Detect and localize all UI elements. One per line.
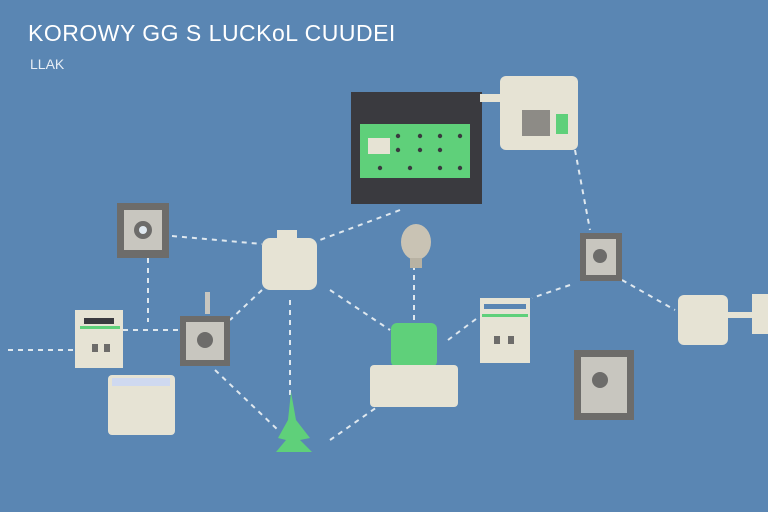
link-lockright-hubright xyxy=(621,279,676,311)
tree-marker xyxy=(276,392,312,452)
switch-left xyxy=(75,310,123,368)
lock-icon xyxy=(592,372,608,388)
link-lockright-switch xyxy=(531,284,571,299)
link-router-lockright xyxy=(574,149,591,231)
lock-panel-middle xyxy=(180,292,230,366)
lock-panel-bottom-right xyxy=(574,350,634,420)
sensor-bulb xyxy=(401,224,431,268)
green-hub-center xyxy=(370,323,458,407)
router-box-top-right xyxy=(480,76,578,150)
hub-icon xyxy=(391,323,437,367)
link-lock-hub xyxy=(171,235,263,245)
hub-center-left xyxy=(262,230,317,290)
monitor-panel xyxy=(351,92,482,204)
monitor-icons xyxy=(377,133,463,171)
lock-panel-right xyxy=(580,233,622,281)
hub-body xyxy=(262,238,317,290)
lock-icon xyxy=(593,249,607,263)
diagram-subtitle: LLAK xyxy=(30,56,65,72)
link-hub-greenhub xyxy=(329,289,391,331)
hub-base xyxy=(370,365,458,407)
lock-panel-left xyxy=(117,203,169,258)
hub-far-right xyxy=(678,294,768,345)
storage-icon xyxy=(108,375,175,435)
monitor-card xyxy=(368,138,390,154)
switch-center-right xyxy=(480,298,530,363)
link-hub-lock-middle xyxy=(229,289,263,321)
link-greenhub-switch xyxy=(447,315,481,341)
sensor-icon xyxy=(401,224,431,260)
link-monitor-hub xyxy=(319,209,401,241)
router-led xyxy=(556,114,568,134)
link-tree-greenhub xyxy=(329,404,381,441)
router-panel xyxy=(522,110,550,136)
storage-block-left xyxy=(108,375,175,435)
connection-lines xyxy=(8,94,676,441)
lock-icon xyxy=(197,332,213,348)
diagram-title: KOROWY GG S LUCKoL CUUDEI xyxy=(28,20,396,46)
hub-body xyxy=(678,295,728,345)
link-lockmid-tree xyxy=(214,369,279,431)
tree-icon xyxy=(276,392,312,452)
